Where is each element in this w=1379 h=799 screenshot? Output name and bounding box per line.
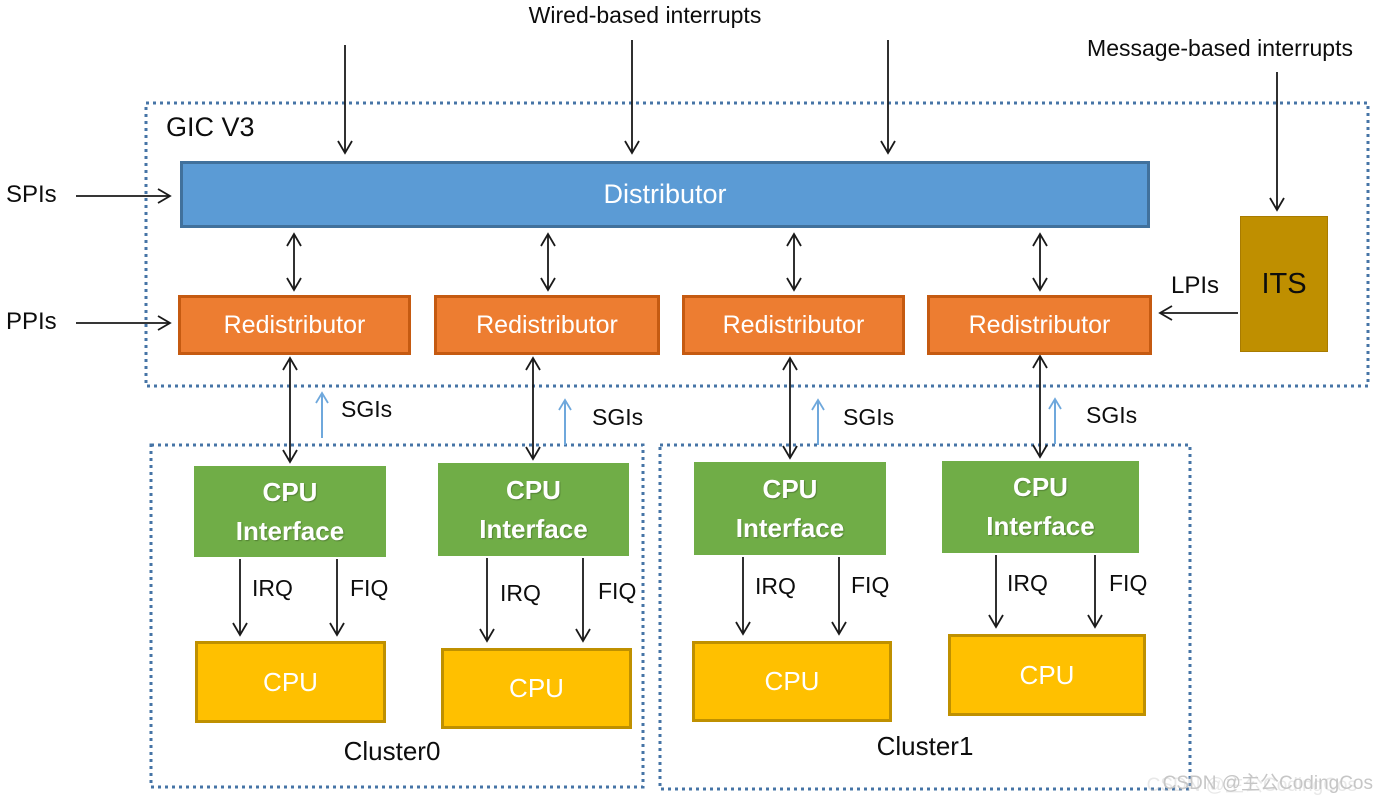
- cpu-box-3: CPU: [692, 641, 892, 722]
- cpu-label: CPU: [263, 666, 318, 697]
- distributor-box: Distributor: [180, 161, 1150, 228]
- fiq-label-1: FIQ: [350, 575, 389, 601]
- wired-interrupts-label: Wired-based interrupts: [528, 2, 762, 28]
- lpis-label: LPIs: [1171, 272, 1220, 299]
- redistributor-label: Redistributor: [968, 310, 1111, 339]
- cluster0-label: Cluster0: [343, 736, 441, 766]
- redistributor-label: Redistributor: [476, 310, 618, 339]
- cpu-label: CPU: [1019, 659, 1075, 690]
- redistributor-cpuinterface-arrows: [282, 354, 1048, 464]
- spis-label: SPIs: [6, 181, 57, 208]
- cluster1-label: Cluster1: [876, 731, 974, 761]
- cpu-label: CPU: [509, 673, 564, 703]
- cpu-interface-line2: Interface: [735, 512, 845, 543]
- distributor-redistributor-arrows: [286, 232, 1048, 292]
- cpu-interface-box-2: CPU Interface: [438, 463, 629, 556]
- irq-label-1: IRQ: [252, 575, 293, 601]
- watermark: CSDN @主公CodingCos: [1162, 773, 1373, 794]
- sgi-arrows: [315, 391, 1062, 445]
- cpu-interface-line2: Interface: [479, 513, 588, 544]
- cpu-interface-line1: CPU: [1013, 472, 1068, 502]
- sgis-label-3: SGIs: [843, 404, 895, 430]
- cpu-box-4: CPU: [948, 634, 1146, 716]
- sgis-label-4: SGIs: [1086, 402, 1138, 428]
- redistributor-box-3: Redistributor: [682, 295, 905, 355]
- redistributor-label: Redistributor: [722, 310, 865, 339]
- irq-label-3: IRQ: [755, 573, 796, 599]
- cpu-interface-box-1: CPU Interface: [194, 466, 386, 557]
- ppis-label: PPIs: [6, 308, 57, 335]
- cpu-interface-box-3: CPU Interface: [694, 462, 886, 555]
- distributor-label: Distributor: [603, 179, 727, 209]
- cpu-interface-line1: CPU: [506, 474, 561, 505]
- cpu-interface-line2: Interface: [986, 511, 1095, 541]
- redistributor-box-2: Redistributor: [434, 295, 660, 355]
- fiq-label-3: FIQ: [851, 572, 890, 598]
- cpu-interface-line2: Interface: [235, 515, 345, 546]
- watermark-ghost: CSDN @主公CodingCos: [1146, 775, 1357, 796]
- sgis-label-2: SGIs: [592, 404, 644, 430]
- cpu-label: CPU: [764, 666, 820, 696]
- irq-label-4: IRQ: [1007, 570, 1048, 596]
- redistributor-box-4: Redistributor: [927, 295, 1152, 355]
- cpu-interface-line1: CPU: [262, 476, 318, 507]
- gic-v3-title: GIC V3: [166, 112, 255, 142]
- cpu-box-1: CPU: [195, 641, 386, 723]
- cpu-box-2: CPU: [441, 648, 632, 729]
- fiq-label-4: FIQ: [1109, 570, 1148, 596]
- message-interrupts-label: Message-based interrupts: [1087, 35, 1353, 61]
- its-box: ITS: [1240, 216, 1328, 352]
- its-label: ITS: [1261, 267, 1307, 300]
- redistributor-box-1: Redistributor: [178, 295, 411, 355]
- cpu-interface-box-4: CPU Interface: [942, 461, 1139, 553]
- cpu-interface-line1: CPU: [762, 473, 818, 504]
- irq-label-2: IRQ: [500, 580, 541, 606]
- sgis-label-1: SGIs: [341, 396, 393, 422]
- redistributor-label: Redistributor: [223, 310, 366, 339]
- fiq-label-2: FIQ: [598, 578, 637, 604]
